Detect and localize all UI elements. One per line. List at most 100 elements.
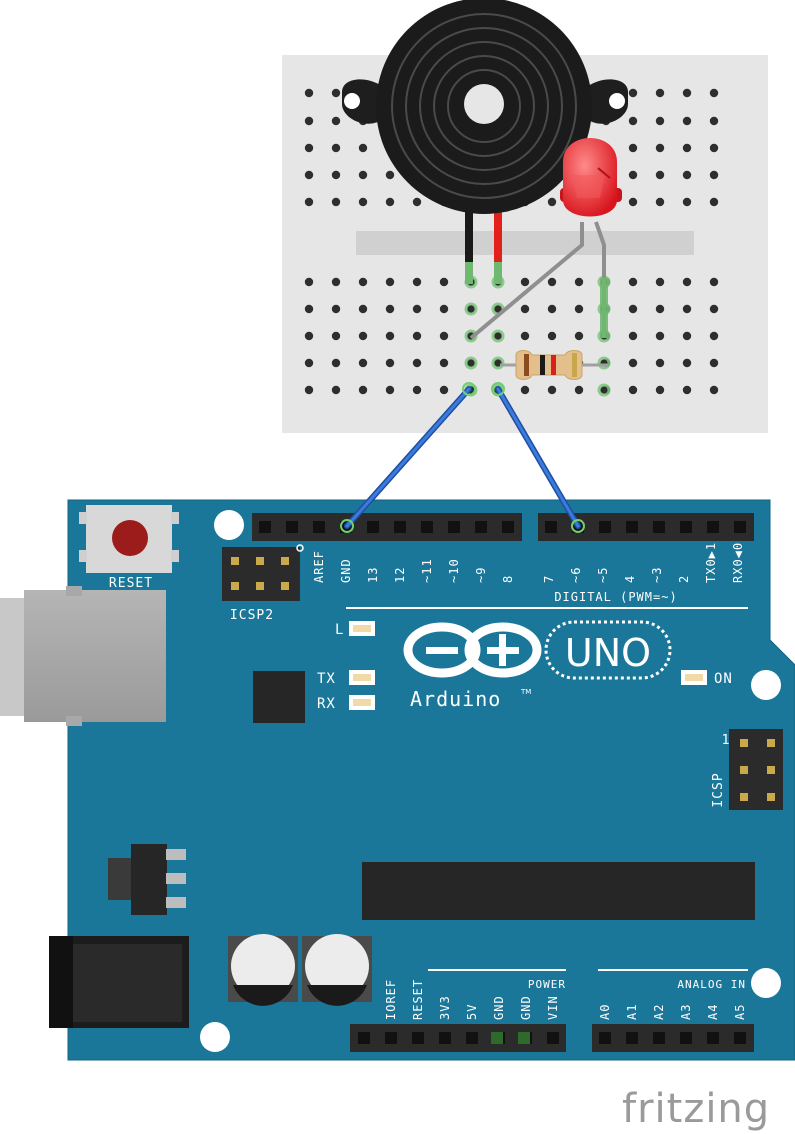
- header-pin: [439, 1032, 451, 1044]
- pin-label: A1: [625, 1004, 639, 1020]
- breadboard-hole: [439, 358, 449, 368]
- breadboard-hole: [412, 331, 422, 341]
- reset-button[interactable]: [79, 505, 179, 573]
- header-pin: [358, 1032, 370, 1044]
- buzzer-black-lead-end: [465, 262, 473, 284]
- analog-header: [592, 1024, 754, 1052]
- pin-label: RESET: [411, 979, 425, 1020]
- breadboard-hole: [682, 304, 692, 314]
- pin-label: AREF: [312, 550, 326, 583]
- header-pin: [394, 521, 406, 533]
- breadboard-hole: [520, 385, 530, 395]
- breadboard-hole: [358, 143, 368, 153]
- breadboard-hole: [304, 170, 314, 180]
- power-header-label: POWER: [528, 978, 566, 991]
- pin-label: A2: [652, 1004, 666, 1020]
- breadboard-hole: [547, 331, 557, 341]
- breadboard-hole: [331, 197, 341, 207]
- breadboard-hole: [547, 277, 557, 287]
- pin-label: 5V: [465, 1004, 479, 1020]
- brand-tm: TM: [520, 688, 531, 696]
- pin-label: ~11: [420, 558, 434, 583]
- breadboard-hole: [628, 170, 638, 180]
- breadboard-hole: [574, 277, 584, 287]
- header-pin: [502, 521, 514, 533]
- header-pin: [707, 521, 719, 533]
- breadboard-hole: [682, 116, 692, 126]
- breadboard-hole: [628, 143, 638, 153]
- breadboard-hole: [385, 170, 395, 180]
- breadboard-hole: [520, 304, 530, 314]
- header-pin: [653, 1032, 665, 1044]
- breadboard-hole: [628, 304, 638, 314]
- icsp2-label: ICSP2: [230, 608, 274, 623]
- breadboard-hole: [682, 143, 692, 153]
- breadboard-hole: [331, 385, 341, 395]
- breadboard-hole: [709, 88, 719, 98]
- breadboard-hole: [628, 116, 638, 126]
- breadboard-hole: [709, 304, 719, 314]
- atmega-chip: [362, 862, 755, 920]
- buzzer-red-lead-end: [494, 262, 502, 284]
- breadboard-hole: [331, 143, 341, 153]
- breadboard-hole: [655, 88, 665, 98]
- mounting-hole: [214, 510, 244, 540]
- breadboard-hole: [520, 331, 530, 341]
- usb-chip: [253, 671, 305, 723]
- breadboard-hole: [358, 358, 368, 368]
- led-rx-label: RX: [317, 696, 336, 712]
- buzzer-black-lead: [465, 210, 473, 272]
- mounting-hole: [751, 968, 781, 998]
- header-pin: [734, 1032, 746, 1044]
- breadboard-hole: [385, 197, 395, 207]
- breadboard-hole: [304, 143, 314, 153]
- icsp-pin: [767, 793, 775, 801]
- header-pin-active: [491, 1032, 503, 1044]
- header-pin: [707, 1032, 719, 1044]
- pin-label: A5: [733, 1004, 747, 1020]
- pin-label: GND: [492, 995, 506, 1020]
- breadboard-hole: [655, 385, 665, 395]
- pin-label: 4: [623, 575, 637, 583]
- icsp-pin: [231, 557, 239, 565]
- breadboard-hole: [331, 88, 341, 98]
- arduino-logo: [403, 622, 542, 678]
- header-pin: [286, 521, 298, 533]
- breadboard-hole: [574, 385, 584, 395]
- icsp-pin: [231, 582, 239, 590]
- breadboard-hole: [358, 331, 368, 341]
- pin-label: 2: [677, 575, 691, 583]
- breadboard-hole: [709, 143, 719, 153]
- digital-header-label: DIGITAL (PWM=~): [554, 590, 677, 604]
- icsp-pin: [740, 739, 748, 747]
- breadboard-hole: [682, 88, 692, 98]
- breadboard-hole: [655, 304, 665, 314]
- breadboard-hole: [331, 277, 341, 287]
- breadboard-hole: [385, 277, 395, 287]
- dc-power-jack: [49, 936, 189, 1028]
- pin-label: 12: [393, 567, 407, 583]
- breadboard-hole: [358, 197, 368, 207]
- pin-label: VIN: [546, 995, 560, 1020]
- header-pin: [680, 1032, 692, 1044]
- header-pin: [421, 521, 433, 533]
- fritzing-watermark: fritzing: [622, 1086, 770, 1132]
- icsp-pin: [281, 557, 289, 565]
- icsp2-header: [222, 547, 300, 601]
- model-label: UNO: [565, 631, 651, 675]
- header-pin: [626, 1032, 638, 1044]
- header-pin: [734, 521, 746, 533]
- header-pin: [466, 1032, 478, 1044]
- breadboard-hole: [304, 304, 314, 314]
- breadboard-hole: [304, 197, 314, 207]
- reset-label: RESET: [109, 576, 153, 591]
- breadboard-hole: [709, 331, 719, 341]
- pin-label: A0: [598, 1004, 612, 1020]
- mounting-hole: [200, 1022, 230, 1052]
- header-pin: [547, 1032, 559, 1044]
- pin-label: 7: [542, 575, 556, 583]
- header-pin: [367, 521, 379, 533]
- breadboard-hole: [628, 331, 638, 341]
